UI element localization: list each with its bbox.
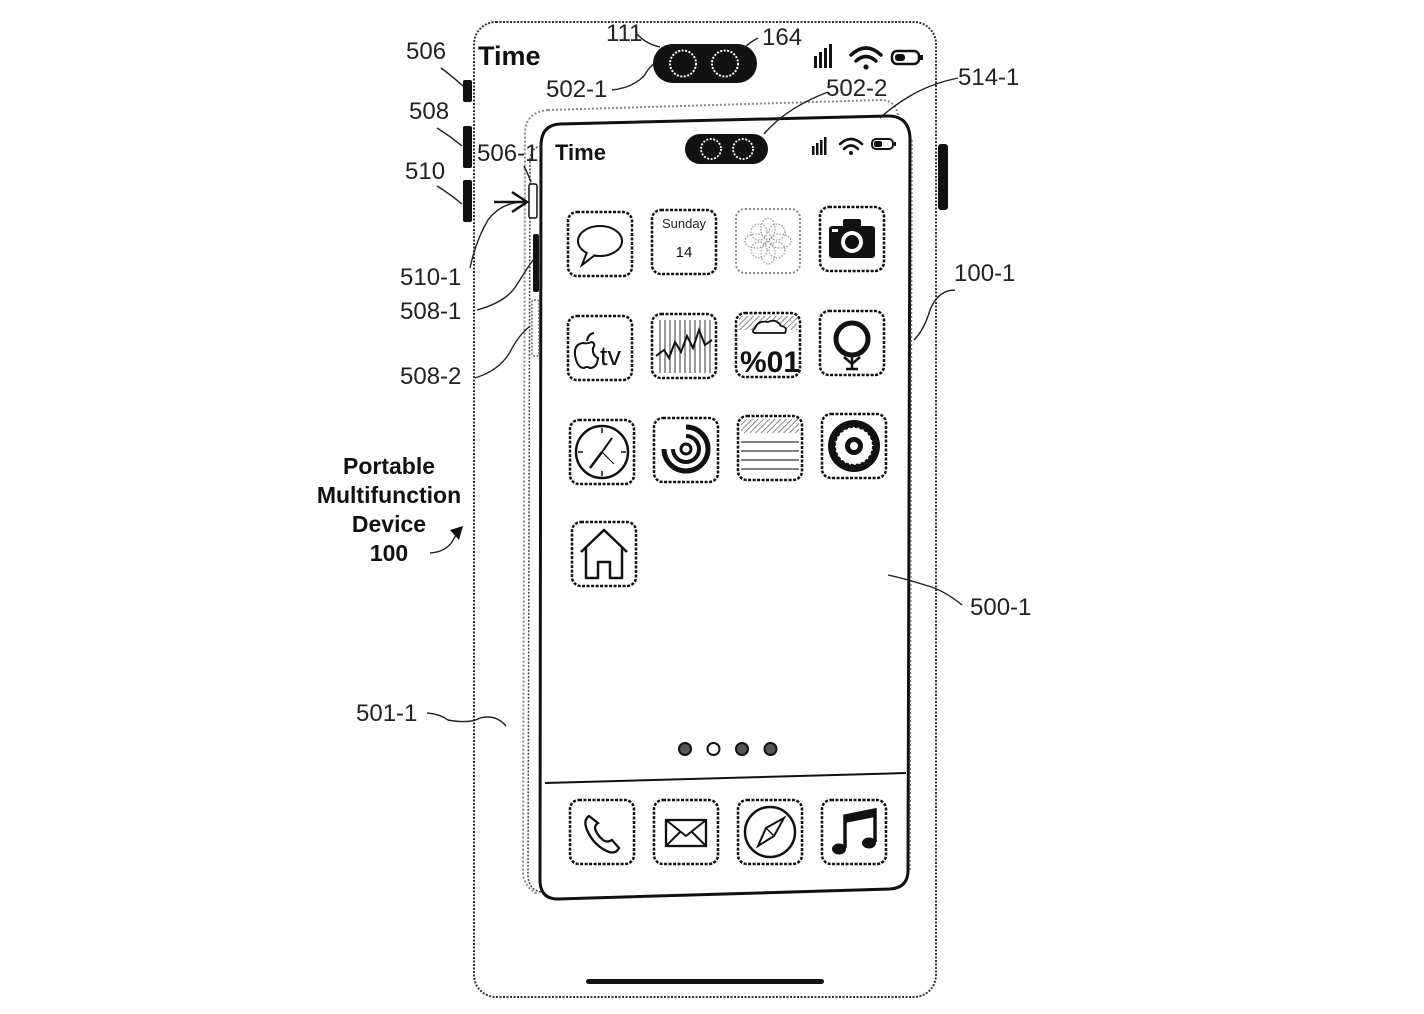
caption-line-4: 100: [369, 540, 409, 566]
outer-power-button: [938, 144, 948, 210]
page-dot[interactable]: [735, 742, 749, 756]
safari-compass-icon[interactable]: [736, 798, 804, 866]
inner-signal-bars-icon: [812, 137, 827, 155]
label-514-1: 514-1: [958, 64, 1020, 91]
mail-icon[interactable]: [652, 798, 720, 866]
activity-icon[interactable]: [652, 416, 720, 484]
inner-wifi-icon: [838, 137, 864, 155]
label-508: 508: [409, 98, 450, 125]
weather-text: %01: [740, 346, 800, 379]
tv-label: tv: [600, 341, 622, 371]
label-508-2: 508-2: [400, 363, 462, 390]
inner-button-508-2: [531, 299, 540, 357]
label-506-1: 506-1: [477, 140, 539, 167]
label-510-1: 510-1: [400, 264, 462, 291]
notes-icon[interactable]: [736, 414, 804, 482]
inner-status-time: Time: [555, 140, 606, 165]
label-510: 510: [405, 158, 446, 185]
page-dot[interactable]: [678, 742, 692, 756]
arrow-head-device-100: [450, 526, 463, 540]
outer-button-510: [463, 180, 472, 222]
dock-divider: [544, 772, 907, 784]
outer-button-506: [463, 80, 472, 102]
outer-button-508: [463, 126, 472, 168]
caption-line-3: Device: [351, 511, 427, 537]
photos-icon[interactable]: [735, 208, 801, 274]
signal-bars-icon: [814, 44, 832, 68]
inner-button-508-1: [533, 234, 539, 292]
inner-button-506-1: [528, 183, 538, 219]
wifi-icon: [849, 46, 883, 70]
inner-device-frame: [538, 114, 912, 901]
tv-app-icon[interactable]: tv: [566, 314, 634, 382]
label-502-1: 502-1: [546, 76, 608, 103]
arrow-head-510-1: [511, 190, 530, 214]
label-508-1: 508-1: [400, 298, 462, 325]
label-111: 111: [606, 20, 643, 47]
messages-icon[interactable]: [566, 210, 634, 278]
camera-icon[interactable]: [818, 205, 886, 273]
label-502-2: 502-2: [826, 75, 888, 102]
home-indicator: [586, 979, 824, 984]
device-caption: Portable Multifunction Device 100: [300, 452, 478, 568]
label-506: 506: [406, 38, 447, 65]
caption-line-1: Portable: [342, 453, 436, 479]
camera-sensor-icon: [653, 44, 757, 83]
label-500-1: 500-1: [970, 594, 1032, 621]
home-app-icon[interactable]: [570, 520, 638, 588]
fitness-icon[interactable]: [818, 309, 886, 377]
calendar-icon[interactable]: Sunday 14: [650, 208, 718, 276]
page-indicator[interactable]: [678, 742, 778, 756]
label-100-1: 100-1: [954, 260, 1016, 287]
outer-device-frame: [473, 21, 937, 998]
calendar-day: Sunday: [662, 216, 707, 231]
label-501-1: 501-1: [356, 700, 418, 727]
page-dot[interactable]: [706, 742, 721, 756]
inner-device-depth-edge: [521, 98, 903, 895]
outer-status-time: Time: [478, 41, 541, 71]
clock-icon[interactable]: [568, 418, 636, 486]
inner-battery-icon: [871, 138, 896, 150]
calendar-date: 14: [676, 244, 693, 261]
inner-camera-sensor-icon: [685, 134, 768, 164]
phone-icon[interactable]: [568, 798, 636, 866]
stocks-icon[interactable]: [650, 312, 718, 380]
settings-icon[interactable]: [820, 412, 888, 480]
label-164: 164: [762, 24, 803, 51]
caption-line-2: Multifunction: [316, 482, 462, 508]
page-dot[interactable]: [763, 742, 778, 756]
music-icon[interactable]: [820, 798, 888, 866]
weather-icon[interactable]: %01: [734, 311, 802, 379]
battery-icon: [890, 49, 923, 66]
